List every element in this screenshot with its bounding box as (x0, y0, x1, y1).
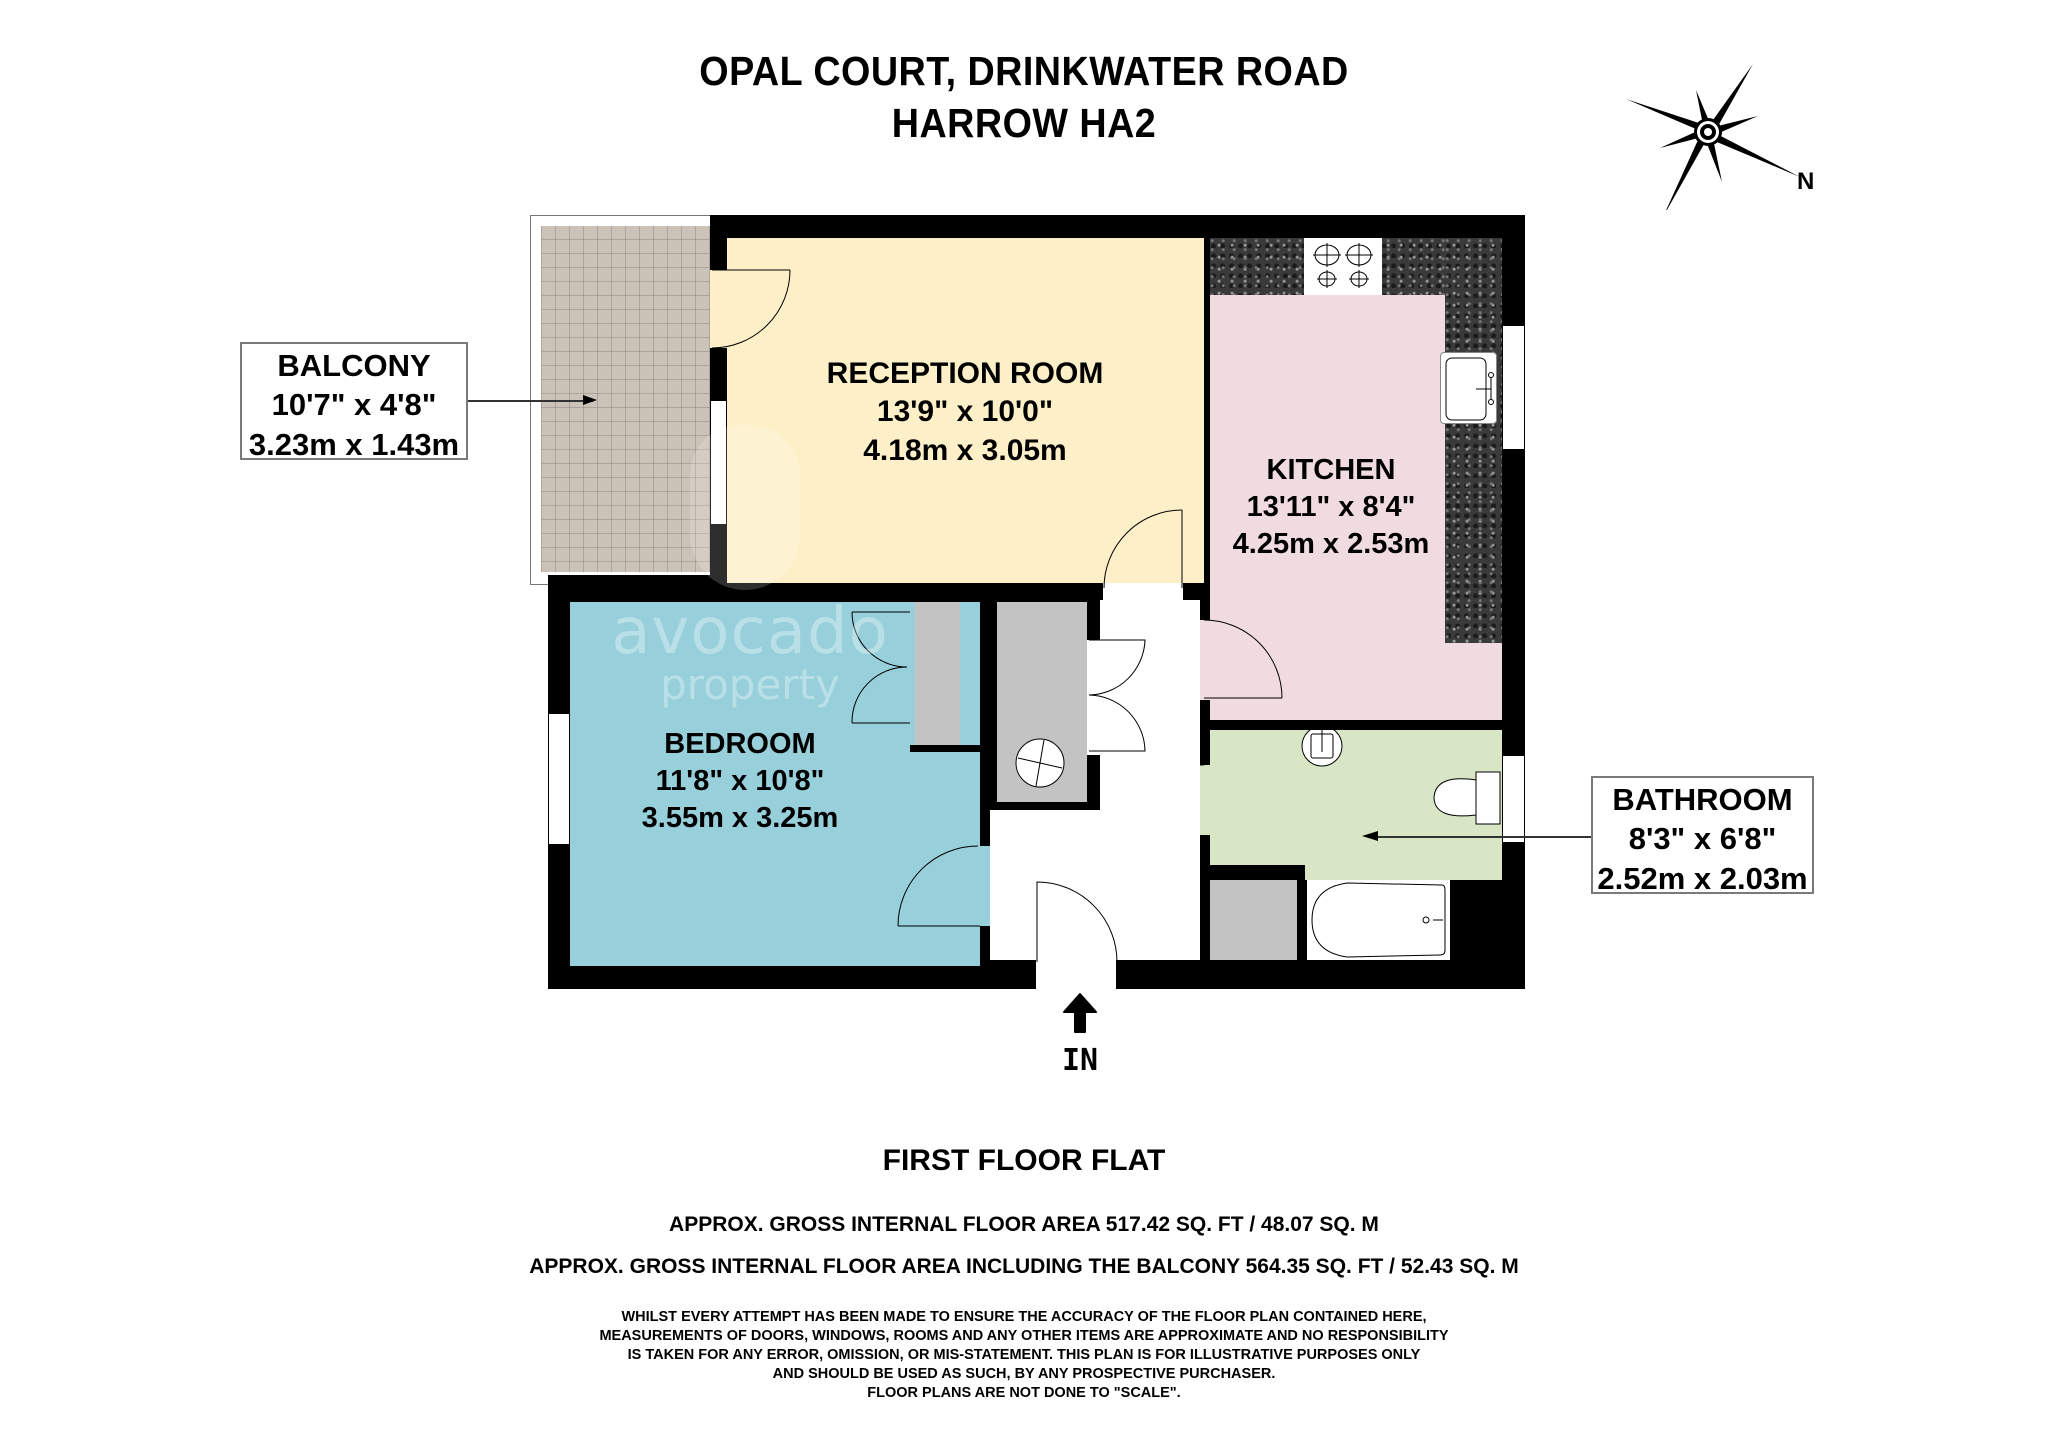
bedroom-wardrobe (915, 602, 960, 750)
kitchen-imperial: 13'11" x 8'4" (1246, 491, 1416, 524)
entrance-opening (1036, 958, 1116, 990)
basin-icon (1301, 725, 1343, 767)
property-address: OPAL COURT, DRINKWATER ROAD (699, 48, 1349, 94)
north-label: N (1797, 168, 1815, 195)
bathroom-leader-arrow (1362, 831, 1378, 841)
hallway-lower (990, 810, 1200, 960)
boiler-cupboard (997, 602, 1087, 802)
bedroom-door-swing (897, 845, 980, 927)
reception-metric: 4.18m x 3.05m (863, 433, 1067, 467)
reception-room (727, 238, 1204, 583)
disclaimer: WHILST EVERY ATTEMPT HAS BEEN MADE TO EN… (0, 1308, 2048, 1403)
balcony-leader-arrow (583, 395, 597, 405)
property-area: HARROW HA2 (891, 100, 1157, 146)
bedroom-window (548, 713, 570, 845)
bathtub (1307, 880, 1450, 960)
bedroom-metric: 3.55m x 3.25m (641, 802, 839, 835)
balcony-imperial: 10'7" x 4'8" (271, 387, 437, 423)
kitchen-label: KITCHEN 13'11" x 8'4" 4.25m x 2.53m (1215, 452, 1447, 563)
disclaimer-line: IS TAKEN FOR ANY ERROR, OMISSION, OR MIS… (627, 1347, 1421, 1363)
bathroom-cupboard (1210, 880, 1297, 960)
entrance-marker: IN (1045, 990, 1115, 1080)
bathroom-name: BATHROOM (1612, 782, 1793, 817)
balcony-door-swing (711, 269, 791, 349)
balcony-metric: 3.23m x 1.43m (248, 426, 460, 462)
balcony-leader-line (468, 400, 593, 402)
balcony-callout: BALCONY 10'7" x 4'8" 3.23m x 1.43m (240, 342, 468, 462)
kitchen-sink (1440, 352, 1497, 424)
bathroom-metric: 2.52m x 2.03m (1597, 860, 1808, 896)
sink-icon (1445, 357, 1494, 421)
hob-burners-icon (1313, 243, 1373, 288)
balcony-floor (541, 226, 741, 572)
balcony-door-opening (710, 270, 727, 348)
bathtub-icon (1311, 882, 1446, 958)
kitchen-worktop-side (1445, 238, 1502, 643)
bathroom-basin (1300, 725, 1344, 770)
bathroom-floor-lower (1305, 865, 1502, 880)
reception-imperial: 13'9" x 10'0" (876, 395, 1054, 429)
hob (1304, 238, 1382, 295)
toilet-icon (1433, 771, 1501, 825)
bathroom-door-opening (1200, 765, 1214, 835)
bathroom-callout: BATHROOM 8'3" x 6'8" 2.52m x 2.03m (1591, 776, 1814, 896)
bedroom-label: BEDROOM 11'8" x 10'8" 3.55m x 3.25m (600, 726, 880, 837)
compass-rose-icon (1626, 64, 1800, 217)
kitchen-door-opening (1200, 620, 1214, 700)
kitchen-metric: 4.25m x 2.53m (1232, 528, 1430, 561)
arrow-up-icon (1063, 993, 1097, 1033)
floor-name: FIRST FLOOR FLAT (882, 1144, 1166, 1177)
bedroom-floor (570, 602, 980, 966)
toilet (1430, 770, 1502, 825)
kitchen-floor-bottom (1210, 643, 1502, 720)
entrance-label: IN (1061, 1043, 1099, 1078)
wardrobe-wall (910, 745, 982, 752)
boiler-cupboard-door-swing (1088, 639, 1146, 752)
kitchen-name: KITCHEN (1266, 454, 1396, 486)
reception-name: RECEPTION ROOM (826, 357, 1104, 390)
hallway-top-opening (1103, 583, 1183, 603)
reception-label: RECEPTION ROOM 13'9" x 10'0" 4.18m x 3.0… (800, 355, 1130, 470)
reception-window (710, 400, 727, 525)
bedroom-door-opening (978, 846, 990, 926)
boiler-cupboard-opening (1087, 640, 1103, 755)
bathroom-leader-line (1376, 836, 1591, 838)
exterior-walls-corner (548, 575, 748, 595)
bathroom-window (1502, 755, 1525, 843)
wardrobe-door-swing (851, 611, 910, 724)
floor-area-with-balcony: APPROX. GROSS INTERNAL FLOOR AREA INCLUD… (529, 1255, 1519, 1278)
entrance-door-swing (1036, 881, 1118, 963)
kitchen-door-swing (1203, 619, 1283, 699)
bathroom-imperial: 8'3" x 6'8" (1628, 821, 1777, 857)
disclaimer-line: FLOOR PLANS ARE NOT DONE TO "SCALE". (867, 1385, 1181, 1401)
kitchen-window (1502, 325, 1525, 450)
reception-door-swing (1103, 509, 1183, 589)
balcony-name: BALCONY (277, 348, 431, 383)
bedroom-name: BEDROOM (664, 728, 816, 760)
disclaimer-line: MEASUREMENTS OF DOORS, WINDOWS, ROOMS AN… (599, 1328, 1449, 1344)
boiler-icon (1015, 738, 1065, 788)
bedroom-imperial: 11'8" x 10'8" (655, 765, 825, 798)
floor-area: APPROX. GROSS INTERNAL FLOOR AREA 517.42… (669, 1213, 1379, 1236)
disclaimer-line: WHILST EVERY ATTEMPT HAS BEEN MADE TO EN… (621, 1309, 1427, 1325)
compass: N (1610, 50, 1850, 217)
disclaimer-line: AND SHOULD BE USED AS SUCH, BY ANY PROSP… (772, 1366, 1276, 1382)
